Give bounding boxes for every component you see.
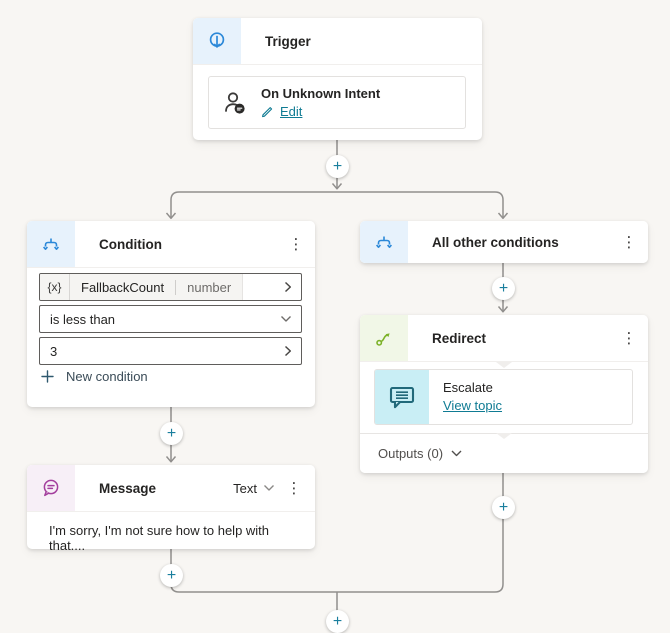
trigger-node[interactable]: Trigger On Unknown Intent [193, 18, 482, 140]
add-node-button[interactable]: + [492, 496, 515, 519]
chip-divider [175, 279, 177, 295]
trigger-icon [193, 18, 241, 64]
redirect-node-header: Redirect ⋮ [360, 315, 648, 362]
condition-value: 3 [50, 343, 58, 359]
more-actions-button[interactable]: ⋮ [281, 475, 307, 501]
more-actions-button[interactable]: ⋮ [616, 325, 642, 351]
add-node-button[interactable]: + [326, 610, 349, 633]
condition-operator-dropdown[interactable]: is less than [39, 305, 302, 333]
new-condition-button[interactable]: New condition [41, 369, 148, 384]
message-node[interactable]: Message Text ⋮ I'm sorry, I'm not sure h… [27, 465, 315, 553]
outputs-toggle[interactable]: Outputs (0) [360, 433, 648, 473]
all-other-conditions-title: All other conditions [432, 234, 559, 250]
condition-title: Condition [99, 236, 162, 252]
chevron-right-icon [284, 281, 292, 293]
message-type-value: Text [233, 480, 257, 496]
message-icon [27, 465, 75, 511]
redirect-node[interactable]: Redirect ⋮ Escalate View topic Outputs (… [360, 315, 648, 473]
variable-name: FallbackCount [81, 279, 165, 295]
add-node-button[interactable]: + [160, 564, 183, 587]
condition-value-field[interactable]: 3 [39, 337, 302, 365]
condition-node-header: Condition ⋮ [27, 221, 315, 268]
topic-message-icon [375, 370, 429, 424]
redirect-topic-title: Escalate [443, 379, 493, 395]
message-body-text[interactable]: I'm sorry, I'm not sure how to help with… [49, 523, 270, 553]
more-actions-button[interactable]: ⋮ [616, 229, 642, 255]
chevron-down-icon [263, 484, 275, 492]
condition-node[interactable]: Condition ⋮ {x} FallbackCount number is … [27, 221, 315, 407]
variable-icon: {x} [40, 274, 70, 300]
edit-link[interactable]: Edit [280, 104, 303, 119]
chevron-right-icon [284, 345, 292, 357]
all-other-conditions-node[interactable]: All other conditions ⋮ [360, 221, 648, 263]
variable-type: number [187, 279, 232, 295]
person-chat-icon [222, 90, 248, 116]
add-node-button[interactable]: + [160, 422, 183, 445]
branch-condition-icon [27, 221, 75, 267]
redirect-icon [360, 315, 408, 361]
branch-condition-icon [360, 221, 408, 263]
section-collapse-notch [496, 362, 512, 368]
condition-variable-row[interactable]: {x} FallbackCount number [39, 273, 302, 301]
message-title: Message [99, 480, 157, 496]
pencil-icon [261, 105, 274, 118]
outputs-label: Outputs (0) [378, 446, 444, 461]
trigger-node-header: Trigger [193, 18, 482, 65]
intent-card[interactable]: On Unknown Intent Edit [208, 76, 466, 129]
add-node-button[interactable]: + [326, 155, 349, 178]
message-type-dropdown[interactable]: Text [231, 477, 277, 500]
chevron-down-icon [451, 450, 462, 457]
more-actions-button[interactable]: ⋮ [283, 231, 309, 257]
view-topic-link[interactable]: View topic [443, 397, 503, 413]
variable-chip: {x} FallbackCount number [40, 274, 244, 300]
section-collapse-notch [496, 433, 512, 439]
all-other-conditions-header: All other conditions ⋮ [360, 221, 648, 263]
trigger-title: Trigger [265, 33, 311, 49]
chevron-down-icon [280, 315, 292, 323]
operator-value: is less than [50, 311, 116, 327]
message-node-header: Message Text ⋮ [27, 465, 315, 512]
add-node-button[interactable]: + [492, 277, 515, 300]
redirect-title: Redirect [432, 330, 487, 346]
redirect-topic-card[interactable]: Escalate View topic [374, 369, 633, 425]
intent-title: On Unknown Intent [261, 86, 381, 101]
plus-icon [41, 370, 54, 383]
new-condition-label: New condition [66, 369, 148, 384]
